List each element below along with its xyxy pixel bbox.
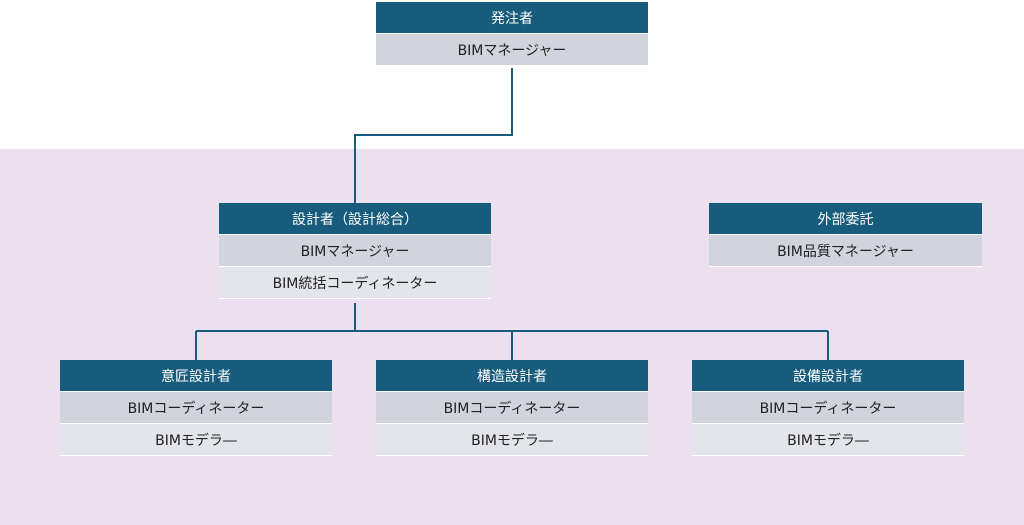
structural-role-bim-coordinator: BIMコーディネーター [376, 392, 648, 424]
mep-box: 設備設計者 BIMコーディネーター BIMモデラ― [692, 360, 964, 456]
architectural-role-bim-coordinator: BIMコーディネーター [60, 392, 332, 424]
structural-role-bim-modeler: BIMモデラ― [376, 424, 648, 456]
structural-title: 構造設計者 [376, 360, 648, 392]
mep-role-bim-modeler: BIMモデラ― [692, 424, 964, 456]
structural-box: 構造設計者 BIMコーディネーター BIMモデラ― [376, 360, 648, 456]
designer-title: 設計者（設計総合） [219, 203, 491, 235]
client-role-bim-manager: BIMマネージャー [376, 34, 648, 66]
designer-role-bim-manager: BIMマネージャー [219, 235, 491, 267]
designer-role-bim-lead-coordinator: BIM統括コーディネーター [219, 267, 491, 299]
connector-client-designer [354, 68, 513, 203]
mep-role-bim-coordinator: BIMコーディネーター [692, 392, 964, 424]
mep-title: 設備設計者 [692, 360, 964, 392]
architectural-box: 意匠設計者 BIMコーディネーター BIMモデラ― [60, 360, 332, 456]
external-title: 外部委託 [709, 203, 982, 235]
architectural-title: 意匠設計者 [60, 360, 332, 392]
external-box: 外部委託 BIM品質マネージャー [709, 203, 982, 267]
client-box: 発注者 BIMマネージャー [376, 2, 648, 66]
designer-box: 設計者（設計総合） BIMマネージャー BIM統括コーディネーター [219, 203, 491, 299]
architectural-role-bim-modeler: BIMモデラ― [60, 424, 332, 456]
external-role-bim-quality-manager: BIM品質マネージャー [709, 235, 982, 267]
client-title: 発注者 [376, 2, 648, 34]
